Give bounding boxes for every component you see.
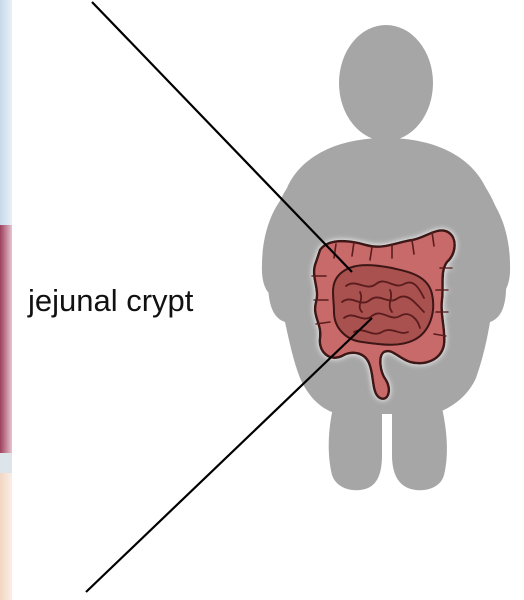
- silhouette-head: [339, 25, 433, 141]
- pointer-line-upper: [92, 2, 352, 272]
- jejunal-crypt-label: jejunal crypt: [28, 283, 193, 319]
- silhouette-right-leg: [392, 408, 447, 490]
- silhouette-left-leg: [329, 408, 382, 490]
